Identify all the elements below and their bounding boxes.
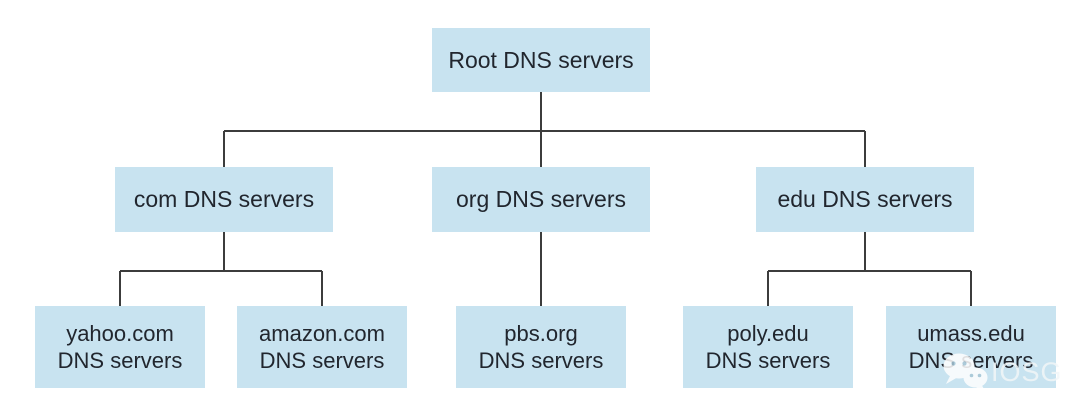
node-yahoo-com-dns-servers: yahoo.com DNS servers xyxy=(35,306,205,388)
node-org-dns-servers: org DNS servers xyxy=(432,167,650,232)
wechat-icon xyxy=(943,353,988,392)
watermark-text: IOSG xyxy=(991,356,1063,387)
node-poly-edu-dns-servers: poly.edu DNS servers xyxy=(683,306,853,388)
node-edu-dns-servers: edu DNS servers xyxy=(756,167,974,232)
node-root-dns-servers: Root DNS servers xyxy=(432,28,650,92)
watermark: IOSG xyxy=(941,351,1063,393)
node-amazon-com-dns-servers: amazon.com DNS servers xyxy=(237,306,407,388)
node-com-dns-servers: com DNS servers xyxy=(115,167,333,232)
node-pbs-org-dns-servers: pbs.org DNS servers xyxy=(456,306,626,388)
